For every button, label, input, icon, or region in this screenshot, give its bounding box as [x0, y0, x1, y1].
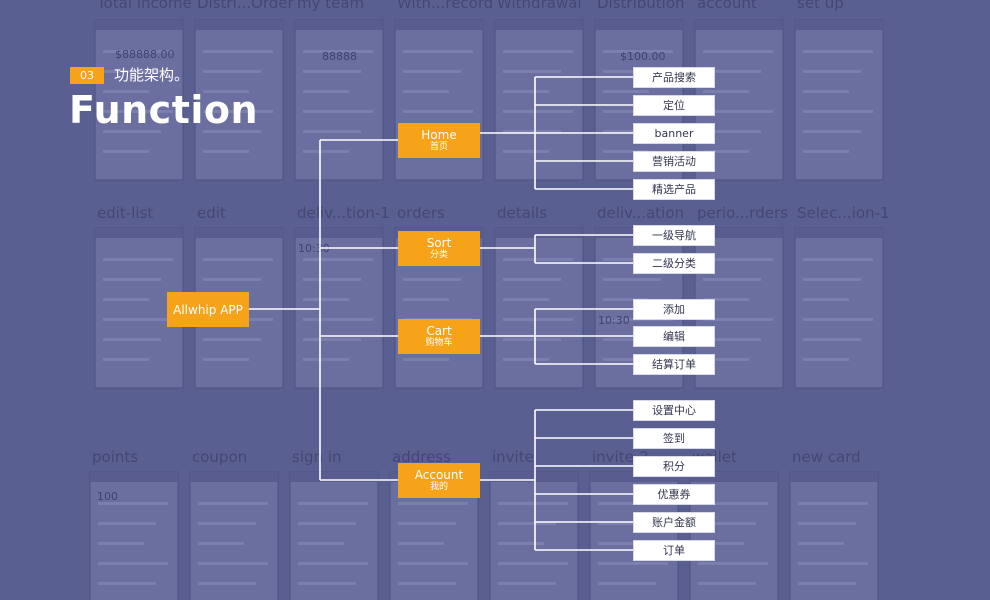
root-node-allwhip-app: Allwhip APP [167, 292, 249, 327]
category-label-zh: 首页 [429, 142, 448, 152]
leaf-node-banner: banner [633, 123, 715, 144]
background-screen: points [89, 448, 179, 600]
background-screen: deliv...tion-1 [294, 204, 390, 389]
leaf-node-location: 定位 [633, 95, 715, 116]
leaf-node-sign-in: 签到 [633, 428, 715, 449]
leaf-node-product-search: 产品搜索 [633, 67, 715, 88]
background-screen-title: Total income [96, 0, 192, 12]
background-screen-title: address [392, 448, 451, 466]
background-screen: invite [489, 448, 579, 600]
background-screen: new card [789, 448, 879, 600]
background-screen-title: edit-list [97, 204, 153, 222]
leaf-node-secondary-category: 二级分类 [633, 253, 715, 274]
root-node-label: Allwhip APP [173, 303, 243, 317]
background-screen-title: invite [492, 448, 534, 466]
background-screen-title: points [92, 448, 138, 466]
leaf-node-marketing: 营销活动 [633, 151, 715, 172]
category-label-en: Account [414, 468, 464, 482]
background-screen-title: deliv...ation [597, 204, 684, 222]
leaf-node-orders: 订单 [633, 540, 715, 561]
section-title: 功能架构。 [114, 66, 190, 84]
background-screen-title: Selec...ion-1 [797, 204, 890, 222]
background-screen-title: deliv...tion-1 [297, 204, 390, 222]
background-screen: sign in [289, 448, 379, 600]
background-screen: Total income [94, 0, 192, 181]
category-node-account: Account 我的 [398, 463, 480, 498]
background-screen-value: $100.00 [620, 50, 666, 63]
category-label-zh: 分类 [429, 250, 448, 260]
section-number-badge: 03 [70, 67, 104, 84]
leaf-node-edit: 编辑 [633, 326, 715, 347]
leaf-node-add: 添加 [633, 299, 715, 320]
category-node-cart: Cart 购物车 [398, 319, 480, 354]
background-screen: Withdrawal [494, 0, 584, 181]
category-node-sort: Sort 分类 [398, 231, 480, 266]
leaf-node-primary-nav: 一级导航 [633, 225, 715, 246]
background-screen: my team [294, 0, 384, 181]
leaf-node-coupons: 优惠券 [633, 484, 715, 505]
background-screen-title: Withdrawal [497, 0, 582, 12]
page-title: Function [69, 88, 259, 132]
background-screen: Selec...ion-1 [794, 204, 890, 389]
background-screen-title: sign in [292, 448, 341, 466]
background-screen-title: account [697, 0, 757, 12]
leaf-node-settings: 设置中心 [633, 400, 715, 421]
category-label-en: Cart [426, 324, 452, 338]
background-screen: set up [794, 0, 884, 181]
background-screen: edit-list [94, 204, 184, 389]
background-screen-title: edit [197, 204, 226, 222]
background-screen-title: Distribution [597, 0, 685, 12]
background-screen-value: 100 [97, 490, 118, 503]
leaf-node-points: 积分 [633, 456, 715, 477]
leaf-node-featured-products: 精选产品 [633, 179, 715, 200]
leaf-node-balance: 账户金额 [633, 512, 715, 533]
background-screen-title: With...record [397, 0, 493, 12]
category-label-zh: 购物车 [425, 338, 453, 348]
background-screen-title: coupon [192, 448, 247, 466]
background-screen-title: my team [297, 0, 364, 12]
background-screen-value: $88888.00 [115, 48, 175, 61]
background-screen: wallet [689, 448, 779, 600]
background-screen-title: details [497, 204, 547, 222]
background-screen-value: 10:30 [298, 242, 330, 255]
category-label-en: Sort [426, 236, 452, 250]
background-screen-value: 10:30 [598, 314, 630, 327]
background-screen-value: 88888 [322, 50, 357, 63]
background-screen-title: orders [397, 204, 445, 222]
background-screen-title: set up [797, 0, 844, 12]
leaf-node-checkout: 结算订单 [633, 354, 715, 375]
background-screen: coupon [189, 448, 279, 600]
category-node-home: Home 首页 [398, 123, 480, 158]
background-screen-title: perio...rders [697, 204, 788, 222]
category-label-zh: 我的 [429, 482, 448, 492]
background-screen: Distri...Order [194, 0, 295, 181]
category-label-en: Home [421, 128, 457, 142]
background-screen: details [494, 204, 584, 389]
background-screen-title: new card [792, 448, 861, 466]
background-screen-title: Distri...Order [197, 0, 295, 12]
